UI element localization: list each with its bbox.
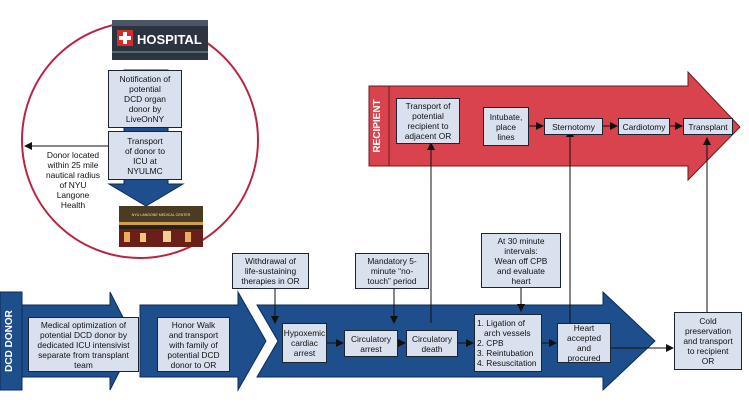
dcd-donor-label: DCD DONOR [4,310,15,372]
hospital-sign-photo: HOSPITAL [112,20,208,60]
recipient-label-band [368,85,390,167]
no-touch-box: Mandatory 5-minute “no-touch” period [355,253,429,289]
medical-center-photo: NYU LANGONE MEDICAL CENTER [119,206,203,247]
hospital-sign-text: HOSPITAL [137,32,202,47]
recipient-label: RECIPIENT [372,99,383,153]
cardiotomy-box: Cardiotomy [618,118,670,135]
medical-center-sign-text: NYU LANGONE MEDICAL CENTER [132,213,191,217]
transplant-box: Transplant [683,118,733,135]
sternotomy-box: Sternotomy [544,118,603,135]
